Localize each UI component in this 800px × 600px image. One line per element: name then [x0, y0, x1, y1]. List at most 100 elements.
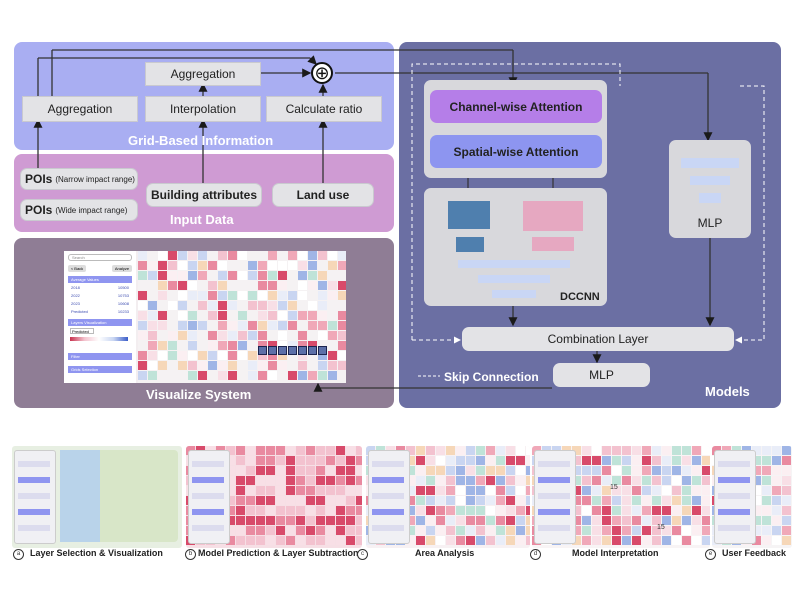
- vis-search-input[interactable]: Search: [68, 254, 132, 261]
- heatmap-cell: [198, 351, 207, 360]
- heatmap-cell: [268, 251, 277, 260]
- heatmap-cell: [298, 361, 307, 370]
- strip-cell: [642, 526, 651, 535]
- heatmap-cell: [148, 341, 157, 350]
- vis-analyze-button[interactable]: Analyze: [112, 265, 132, 272]
- strip-cell: [702, 456, 710, 465]
- caption-b-text: Model Prediction & Layer Subtraction: [198, 548, 359, 558]
- shot-d-panel: [534, 450, 576, 544]
- heatmap-cell: [328, 371, 337, 380]
- strip-cell: [296, 486, 305, 495]
- heatmap-cell: [218, 321, 227, 330]
- strip-panel-row: [192, 525, 224, 531]
- strip-cell: [782, 516, 791, 525]
- strip-cell: [622, 446, 631, 455]
- strip-cell: [336, 466, 345, 475]
- strip-cell: [486, 476, 495, 485]
- strip-cell: [416, 526, 425, 535]
- strip-cell: [772, 526, 781, 535]
- strip-cell: [476, 446, 485, 455]
- heatmap-cell: [288, 301, 297, 310]
- strip-cell: [456, 486, 465, 495]
- strip-panel-row: [538, 477, 570, 483]
- strip-cell: [572, 496, 581, 505]
- strip-cell: [476, 516, 485, 525]
- strip-cell: [496, 446, 505, 455]
- strip-panel-row: [372, 525, 404, 531]
- strip-cell: [316, 496, 325, 505]
- heatmap-cell: [278, 311, 287, 320]
- strip-cell: [662, 516, 671, 525]
- selected-grid-cell[interactable]: [268, 346, 277, 355]
- selected-grid-cell[interactable]: [308, 346, 317, 355]
- strip-cell: [772, 456, 781, 465]
- vis-year-label: 2018: [71, 285, 80, 290]
- heatmap-cell: [328, 281, 337, 290]
- heatmap-cell: [168, 341, 177, 350]
- heatmap-cell: [278, 321, 287, 330]
- strip-cell: [246, 456, 255, 465]
- strip-cell: [652, 466, 661, 475]
- strip-cell: [276, 496, 285, 505]
- strip-cell: [592, 506, 601, 515]
- strip-cell: [276, 536, 285, 545]
- strip-cell: [682, 466, 691, 475]
- strip-cell: [416, 486, 425, 495]
- heatmap-cell: [258, 271, 267, 280]
- strip-cell: [446, 446, 455, 455]
- strip-cell: [672, 486, 681, 495]
- strip-cell: [346, 536, 355, 545]
- heatmap-cell: [328, 351, 337, 360]
- strip-cell: [456, 516, 465, 525]
- strip-cell: [602, 476, 611, 485]
- strip-cell: [682, 446, 691, 455]
- heatmap-cell: [278, 261, 287, 270]
- vis-heatmap[interactable]: [138, 251, 346, 383]
- strip-cell: [496, 516, 505, 525]
- strip-cell: [622, 506, 631, 515]
- heatmap-cell: [138, 361, 147, 370]
- strip-cell: [416, 456, 425, 465]
- heatmap-cell: [258, 321, 267, 330]
- strip-cell: [632, 476, 641, 485]
- strip-cell: [682, 456, 691, 465]
- caption-e-text: User Feedback: [722, 548, 787, 558]
- heatmap-cell: [228, 271, 237, 280]
- heatmap-cell: [328, 251, 337, 260]
- strip-cell: [466, 496, 475, 505]
- strip-cell: [306, 516, 315, 525]
- strip-cell: [336, 536, 345, 545]
- strip-panel-row: [372, 509, 404, 515]
- selected-grid-cell[interactable]: [298, 346, 307, 355]
- strip-cell: [692, 536, 701, 545]
- strip-cell: [306, 456, 315, 465]
- vis-grids-header[interactable]: Grids Selection: [68, 366, 132, 373]
- strip-cell: [602, 516, 611, 525]
- vis-back-button[interactable]: < Back: [68, 265, 86, 272]
- strip-cell: [326, 456, 335, 465]
- selected-grid-cell[interactable]: [278, 346, 287, 355]
- strip-cell: [506, 496, 515, 505]
- selected-grid-cell[interactable]: [258, 346, 267, 355]
- strip-cell: [496, 456, 505, 465]
- strip-cell: [306, 526, 315, 535]
- strip-cell: [612, 496, 621, 505]
- strip-cell: [652, 516, 661, 525]
- strip-cell: [526, 446, 530, 455]
- strip-cell: [406, 476, 415, 485]
- strip-panel-row: [538, 493, 570, 499]
- selected-grid-cell[interactable]: [318, 346, 327, 355]
- heatmap-cell: [218, 271, 227, 280]
- heatmap-cell: [238, 251, 247, 260]
- selected-grid-cell[interactable]: [288, 346, 297, 355]
- heatmap-cell: [278, 301, 287, 310]
- heatmap-cell: [188, 281, 197, 290]
- strip-cell: [476, 536, 485, 545]
- strip-cell: [702, 506, 710, 515]
- strip-cell: [296, 466, 305, 475]
- strip-cell: [752, 496, 761, 505]
- heatmap-cell: [278, 341, 287, 350]
- vis-filter-header[interactable]: Filter: [68, 353, 132, 360]
- vis-layer-select[interactable]: Predicted: [70, 328, 94, 334]
